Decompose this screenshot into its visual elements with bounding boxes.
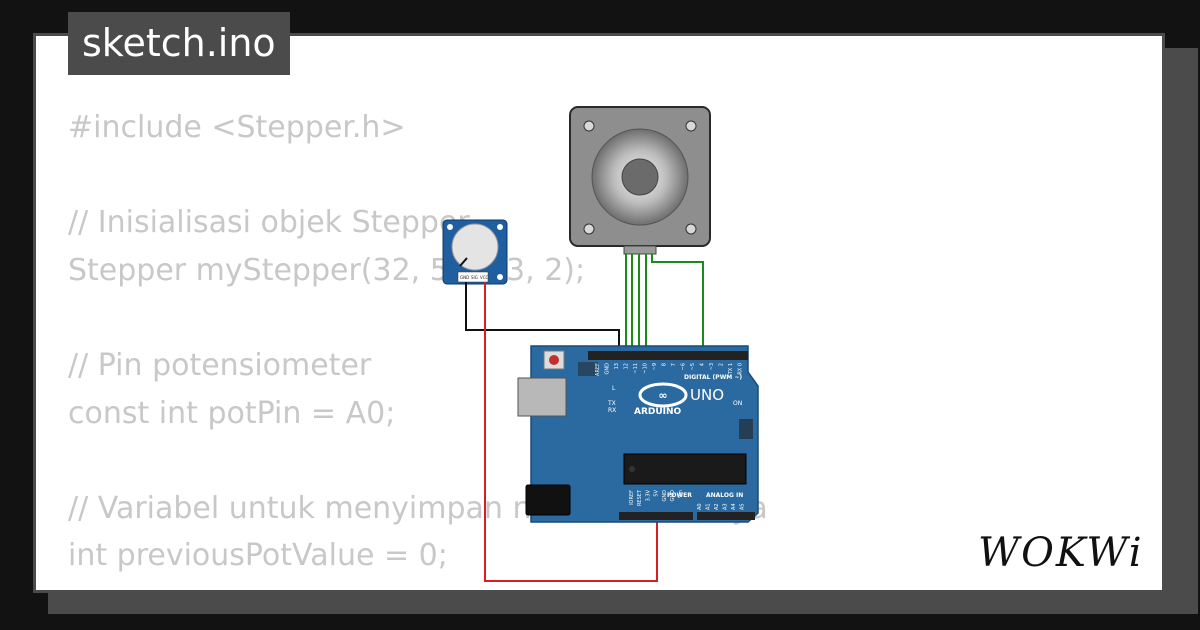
- arduino-model: UNO: [690, 386, 724, 404]
- pin-label: ~3: [709, 363, 715, 370]
- pin-label: A2: [714, 503, 720, 510]
- pot-pin-label: GND: [460, 275, 469, 280]
- pin-label: 12: [624, 363, 630, 369]
- pin-label: IOREF: [629, 490, 635, 505]
- pin-label: A1: [706, 503, 712, 510]
- wire-green: [651, 254, 704, 352]
- code-preview: #include <Stepper.h> // Inisialisasi obje…: [68, 104, 768, 580]
- pin-label: ~9: [652, 363, 658, 370]
- pin-label: 4: [700, 363, 706, 366]
- pin-label: AREF: [595, 363, 601, 376]
- pin-label: GND: [605, 363, 611, 375]
- analog-header-label: ANALOG IN: [706, 492, 743, 499]
- pin-label: ~5: [690, 363, 696, 370]
- pin-label: 3.3V: [645, 489, 651, 501]
- pin-label: GND: [662, 490, 668, 502]
- wokwi-logo: WOKWi: [978, 530, 1144, 576]
- code-line: // Inisialisasi objek Stepper: [68, 205, 470, 241]
- pin-label: RX 0: [738, 363, 744, 375]
- led-label-l: L: [612, 385, 616, 392]
- stepper-motor[interactable]: [569, 106, 711, 255]
- pin-label: TX 1: [728, 363, 734, 375]
- digital-header-label: DIGITAL (PWM ~): [684, 374, 742, 381]
- pin-label: A4: [731, 503, 737, 510]
- wire-red: [484, 282, 658, 582]
- arduino-infinity-icon: ∞: [658, 389, 667, 402]
- on-label: ON: [733, 400, 742, 407]
- arduino-brand: ARDUINO: [634, 407, 682, 417]
- pin-label: 5V: [654, 489, 660, 496]
- pin-label: RESET: [637, 489, 643, 506]
- led-label-tx: TX: [607, 400, 616, 407]
- code-line: int previousPotValue = 0;: [68, 538, 448, 574]
- wires: [465, 254, 704, 582]
- led-label-rx: RX: [608, 407, 616, 414]
- pin-label: A3: [723, 503, 729, 510]
- file-tab[interactable]: sketch.ino: [68, 12, 290, 75]
- wokwi-logo-text: WOKWi: [978, 530, 1144, 576]
- potentiometer[interactable]: GND SIG VCC: [442, 219, 508, 285]
- wire-black: [465, 282, 620, 352]
- pin-label: ~11: [633, 363, 639, 374]
- pin-label: Vin: [678, 490, 684, 498]
- code-line: #include <Stepper.h>: [68, 110, 406, 145]
- pin-label: GND: [670, 490, 676, 502]
- pin-label: 13: [614, 363, 620, 369]
- arduino-uno-board[interactable]: ∞ ARDUINO UNO DIGITAL (PWM ~) POWER ANAL…: [517, 345, 759, 523]
- pin-label: A0: [697, 503, 703, 510]
- code-line: Stepper myStepper(32, 5, 3, 3, 2);: [68, 252, 586, 288]
- pin-label: ~6: [681, 363, 687, 370]
- code-line: const int potPin = A0;: [68, 395, 396, 431]
- pot-pin-label: VCC: [480, 275, 489, 280]
- pot-pin-label: SIG: [471, 275, 478, 280]
- power-header-label: POWER: [667, 492, 692, 499]
- pin-label: ~10: [643, 363, 649, 374]
- pin-label: 7: [671, 363, 677, 366]
- pin-label: 8: [662, 363, 668, 366]
- code-line: // Pin potensiometer: [68, 347, 372, 383]
- pin-label: A5: [740, 503, 746, 510]
- pin-label: 2: [719, 363, 725, 366]
